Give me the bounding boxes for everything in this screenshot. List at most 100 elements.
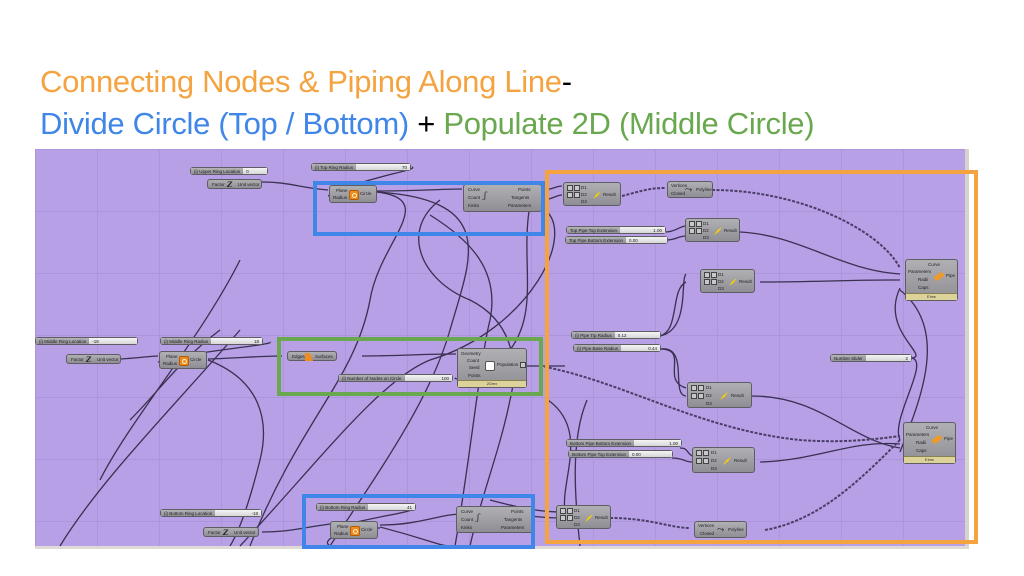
slider-value[interactable]: 70 bbox=[356, 164, 410, 170]
toggle-icon[interactable] bbox=[703, 458, 709, 464]
toggle-icon[interactable] bbox=[567, 515, 573, 521]
input-d2: D2 bbox=[718, 279, 724, 284]
toggle-icon[interactable] bbox=[696, 450, 702, 456]
divide-circle-bottom-highlight bbox=[302, 494, 535, 549]
divide-curve-node-top[interactable]: Curve Count Kinks ʃ Points Tangents Para… bbox=[463, 184, 542, 212]
expression-node-1[interactable]: D1 D2 D3 Result bbox=[563, 182, 621, 206]
slider-value[interactable]: 0.12 bbox=[614, 332, 660, 338]
input-count: Count bbox=[461, 517, 474, 522]
toggle-icon[interactable] bbox=[691, 385, 697, 391]
polyline-icon: ⤳ bbox=[685, 184, 693, 194]
expression-node-3[interactable]: D1 D2 D3 Result bbox=[700, 269, 755, 293]
middle-ring-radius-slider[interactable]: (i) Middle Ring Radius 18 bbox=[160, 337, 263, 345]
input-d1: D1 bbox=[718, 272, 724, 277]
slider-value[interactable]: 0.00 bbox=[626, 237, 667, 243]
toggle-icon[interactable] bbox=[567, 508, 573, 514]
slider-value[interactable]: -18 bbox=[215, 510, 261, 516]
slider-value[interactable]: -18 bbox=[89, 338, 137, 344]
toggle-icon[interactable] bbox=[704, 279, 710, 285]
input-radii: Radii bbox=[918, 277, 929, 282]
slider-value[interactable]: 18 bbox=[211, 338, 262, 344]
toggle-icon[interactable] bbox=[560, 515, 566, 521]
output-result: Result bbox=[603, 192, 616, 197]
toggle-icon[interactable] bbox=[703, 450, 709, 456]
boundary-surfaces-node[interactable]: Edges Surfaces bbox=[287, 351, 337, 361]
unit-z-icon: Z bbox=[227, 180, 233, 189]
expression-node-6[interactable]: D1 D2 D3 Result bbox=[556, 505, 611, 529]
slider-value[interactable]: 41 bbox=[368, 504, 415, 510]
number-slider[interactable]: Number Slider 2 bbox=[830, 354, 912, 362]
expression-node-5[interactable]: D1 D2 D3 Result bbox=[692, 447, 755, 473]
slider-label: (i) Top Ring Radius bbox=[312, 164, 357, 170]
polyline-node-bottom[interactable]: Vertices Closed ⤳ Polyline bbox=[694, 521, 747, 538]
toggle-icon[interactable] bbox=[698, 393, 704, 399]
bottom-ring-radius-slider[interactable]: (i) Bottom Ring Radius 41 bbox=[316, 503, 416, 511]
input-d2: D2 bbox=[706, 393, 712, 398]
toggle-icon[interactable] bbox=[567, 192, 573, 198]
circle-node-top[interactable]: Plane Radius Circle bbox=[329, 185, 377, 203]
middle-ring-location-slider[interactable]: (i) Middle Ring Location -18 bbox=[35, 337, 138, 345]
populate-2d-node[interactable]: Geometry Count Seed Points Population 2D… bbox=[457, 348, 527, 388]
toggle-icon[interactable] bbox=[691, 393, 697, 399]
unit-vector-node-middle[interactable]: Factor Z Unit vector bbox=[66, 354, 121, 364]
input-count: Count bbox=[468, 195, 481, 200]
circle-node-middle[interactable]: Plane Radius Circle bbox=[159, 351, 207, 369]
toggle-icon[interactable] bbox=[696, 458, 702, 464]
slider-value[interactable]: 2 bbox=[865, 355, 911, 361]
top-ring-radius-slider[interactable]: (i) Top Ring Radius 70 bbox=[311, 163, 411, 171]
slider-value[interactable]: 0.00 bbox=[628, 451, 672, 457]
output-circle: Circle bbox=[190, 357, 202, 362]
slider-value[interactable]: 1.00 bbox=[634, 440, 681, 446]
input-d1: D1 bbox=[703, 221, 709, 226]
toggle-icon[interactable] bbox=[567, 185, 573, 191]
divide-curve-node-bottom[interactable]: Curve Count Kinks ʃ Points Tangents Para… bbox=[456, 506, 534, 533]
input-d3: D3 bbox=[706, 401, 712, 406]
output-circle: Circle bbox=[360, 191, 372, 196]
toggle-icon[interactable] bbox=[698, 385, 704, 391]
input-d2: D2 bbox=[703, 228, 709, 233]
flatten-toggle-icon[interactable] bbox=[520, 362, 526, 368]
pipe-tip-radius-slider[interactable]: (i) Pipe Tip Radius 0.12 bbox=[571, 331, 661, 339]
toggle-icon[interactable] bbox=[704, 272, 710, 278]
canvas-vertical-scrollbar[interactable] bbox=[965, 149, 969, 546]
polyline-node-top[interactable]: Vertices Closed ⤳ Polyline bbox=[667, 181, 713, 198]
input-geometry: Geometry bbox=[461, 351, 481, 356]
input-closed: Closed bbox=[700, 531, 715, 536]
unit-vector-node-bottom[interactable]: Factor Z Unit vector bbox=[203, 527, 259, 537]
bottom-pipe-bottom-extension-slider[interactable]: Bottom Pipe Bottom Extension 1.00 bbox=[566, 439, 682, 447]
bottom-ring-location-slider[interactable]: (i) Bottom Ring Location -18 bbox=[160, 509, 262, 517]
unit-vector-node-top[interactable]: Factor Z Unit vector bbox=[207, 179, 262, 189]
top-pipe-top-extension-slider[interactable]: Top Pipe Top Extension 1.00 bbox=[566, 226, 666, 234]
slider-value[interactable]: 100 bbox=[404, 375, 452, 381]
slider-label: (i) Pipe Tip Radius bbox=[572, 332, 615, 338]
number-of-nodes-slider[interactable]: (i) Number of Nodes on Circle 100 bbox=[338, 374, 453, 382]
pipe-variable-node-top[interactable]: Curve Parameters Radii Caps Pipe Elms bbox=[905, 259, 958, 301]
slider-label: Top Pipe Top Extension bbox=[567, 227, 620, 233]
toggle-icon[interactable] bbox=[689, 221, 695, 227]
slider-value[interactable]: 0.44 bbox=[621, 345, 660, 351]
toggle-icon[interactable] bbox=[574, 185, 580, 191]
slider-value[interactable]: 1.00 bbox=[619, 227, 665, 233]
expression-node-2[interactable]: D1 D2 D3 Result bbox=[685, 218, 740, 242]
bottom-pipe-top-extension-slider[interactable]: Bottom Pipe Top Extension 0.00 bbox=[568, 450, 673, 458]
slider-value[interactable]: 0 bbox=[243, 168, 267, 174]
pipe-variable-node-bottom[interactable]: Curve Parameters Radii Caps Pipe Elms bbox=[903, 422, 956, 464]
circle-node-bottom[interactable]: Plane Radius Circle bbox=[330, 521, 378, 539]
toggle-icon[interactable] bbox=[696, 228, 702, 234]
expression-node-4[interactable]: D1 D2 D3 Result bbox=[687, 382, 752, 408]
toggle-icon[interactable] bbox=[711, 272, 717, 278]
pipe-base-radius-slider[interactable]: (i) Pipe Base Radius 0.44 bbox=[573, 344, 661, 352]
upper-ring-location-slider[interactable]: (i) Upper Ring Location 0 bbox=[190, 167, 268, 175]
top-pipe-bottom-extension-slider[interactable]: Top Pipe Bottom Extension 0.00 bbox=[565, 236, 668, 244]
toggle-icon[interactable] bbox=[696, 221, 702, 227]
toggle-icon[interactable] bbox=[574, 192, 580, 198]
toggle-icon[interactable] bbox=[689, 228, 695, 234]
input-d2: D2 bbox=[581, 192, 587, 197]
input-d1: D1 bbox=[574, 508, 580, 513]
input-radii: Radii bbox=[916, 440, 927, 445]
input-closed: Closed bbox=[671, 191, 686, 196]
toggle-icon[interactable] bbox=[711, 279, 717, 285]
input-radius: Radius bbox=[334, 531, 349, 536]
output-unit-vector: Unit vector bbox=[234, 530, 256, 535]
toggle-icon[interactable] bbox=[560, 508, 566, 514]
